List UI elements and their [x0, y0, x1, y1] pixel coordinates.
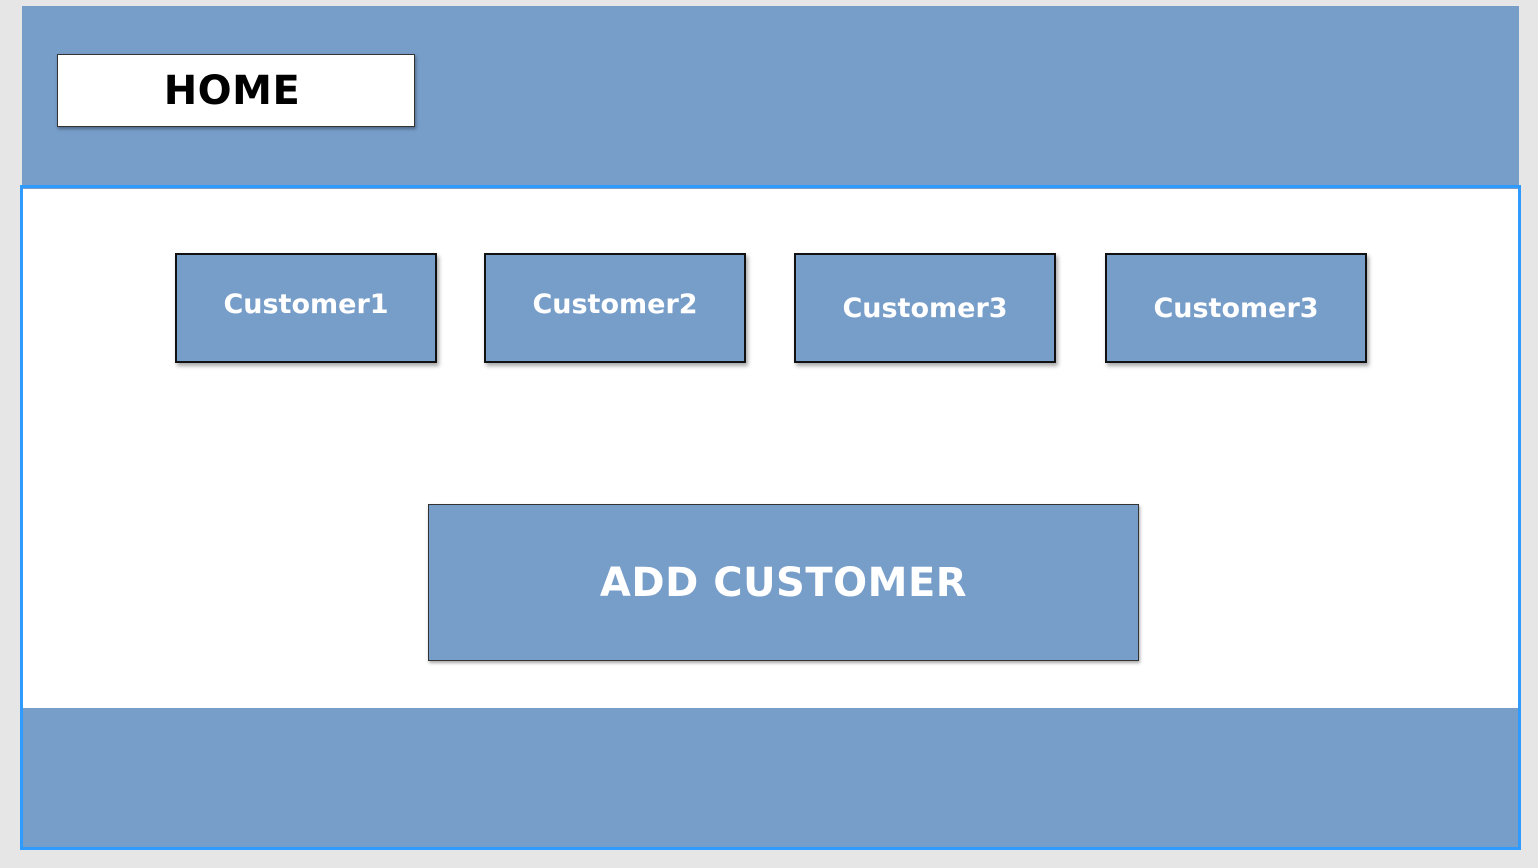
customer-card-2[interactable]: Customer2	[484, 253, 746, 363]
add-customer-label: ADD CUSTOMER	[599, 559, 968, 606]
customer-card-label: Customer2	[532, 288, 698, 320]
add-customer-button[interactable]: ADD CUSTOMER	[428, 504, 1139, 661]
customer-card-1[interactable]: Customer1	[175, 253, 437, 363]
customer-card-label: Customer3	[1153, 292, 1319, 324]
customer-card-3[interactable]: Customer3	[794, 253, 1056, 363]
home-button[interactable]: HOME	[57, 54, 415, 127]
customer-card-label: Customer1	[223, 288, 389, 320]
customer-card-label: Customer3	[842, 292, 1008, 324]
home-button-label: HOME	[163, 67, 301, 114]
customer-card-4[interactable]: Customer3	[1105, 253, 1367, 363]
